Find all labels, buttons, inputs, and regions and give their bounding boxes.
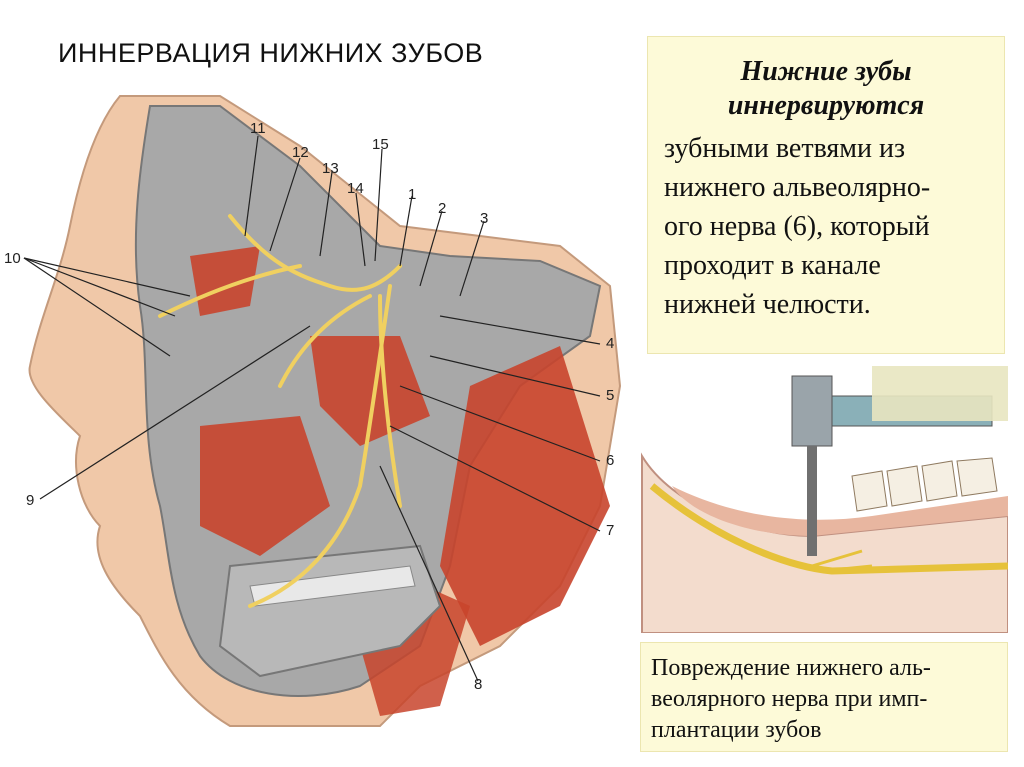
info-body-line: нижней челюсти. (664, 289, 871, 320)
callout-7: 7 (606, 522, 615, 539)
callout-1: 1 (408, 186, 417, 203)
implant-illustration (632, 366, 1008, 633)
info-body-line: нижнего альвеолярно- (664, 172, 931, 203)
info-heading: Нижние зубы иннервируются (662, 55, 990, 123)
info-body: зубными ветвями из нижнего альвеолярно- … (662, 129, 990, 324)
callout-4: 4 (606, 335, 615, 352)
tooth (956, 457, 998, 497)
callout-10: 10 (4, 250, 21, 267)
lingual-nerve (378, 294, 402, 508)
infraorbital-nerve (158, 264, 302, 318)
neck-muscle (440, 346, 610, 646)
masseter-muscle (200, 416, 330, 556)
lower-teeth (249, 565, 416, 607)
info-heading-line: иннервируются (727, 90, 925, 121)
teeth-row (851, 457, 998, 512)
slide-title: ИННЕРВАЦИЯ НИЖНИХ ЗУБОВ (58, 38, 484, 68)
caption-line: плантации зубов (651, 717, 822, 743)
implant-caption: Повреждение нижнего аль- веолярного нерв… (640, 642, 1008, 752)
callout-6: 6 (606, 452, 615, 469)
anatomy-illustration (23, 95, 622, 727)
nerve-branch (811, 549, 873, 573)
tooth (851, 470, 888, 512)
callout-3: 3 (480, 210, 489, 227)
info-body-line: проходит в канале (664, 250, 881, 281)
info-heading-line: Нижние зубы (740, 56, 912, 87)
tooth (921, 460, 958, 502)
tooth (886, 465, 923, 507)
callout-12: 12 (292, 144, 309, 161)
callout-9: 9 (26, 492, 35, 509)
caption-line: Повреждение нижнего аль- (651, 655, 931, 681)
glove-hand (872, 366, 1008, 421)
info-body-line: ого нерва (6), который (664, 211, 930, 242)
buccal-nerve (278, 294, 372, 388)
temporal-muscle (190, 246, 260, 316)
gum (672, 486, 1008, 536)
callout-2: 2 (438, 200, 447, 217)
drill-bit (807, 446, 817, 556)
callout-11: 11 (250, 120, 266, 137)
trigeminal-nerve (228, 214, 402, 292)
info-body-line: зубными ветвями из (664, 133, 906, 164)
callout-5: 5 (606, 387, 615, 404)
pterygoid-muscle (310, 336, 430, 446)
callout-8: 8 (474, 676, 483, 693)
callout-13: 13 (322, 160, 339, 177)
callout-14: 14 (347, 180, 364, 197)
info-box: Нижние зубы иннервируются зубными ветвям… (647, 36, 1005, 354)
caption-line: веолярного нерва при имп- (651, 686, 928, 712)
drill-head (791, 375, 833, 447)
nerve-canal (649, 483, 1008, 575)
callout-15: 15 (372, 136, 389, 153)
